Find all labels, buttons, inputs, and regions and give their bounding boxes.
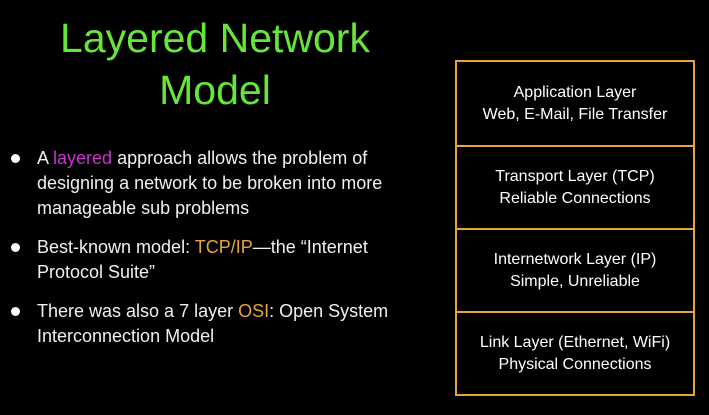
- bullet-text: : Open System Interconnection Model: [37, 301, 389, 346]
- bullet-text: There was also a 7 layer: [37, 301, 239, 321]
- bullet-item-layered-approach: A layered approach allows the problem of…: [8, 146, 428, 221]
- layer-description: Web, E-Mail, File Transfer: [482, 105, 668, 123]
- layer-name: Application Layer: [513, 83, 637, 101]
- layer-description: Physical Connections: [498, 355, 652, 373]
- bullet-highlight-tcp-ip: TCP/IP: [194, 237, 253, 257]
- layer-name: Link Layer (Ethernet, WiFi): [479, 333, 671, 351]
- bullet-text: Best-known model:: [37, 237, 195, 257]
- layer-name: Internetwork Layer (IP): [493, 250, 657, 268]
- layer-description: Reliable Connections: [499, 189, 651, 207]
- bullet-dot-icon: [11, 154, 20, 163]
- bullet-text: approach allows the problem of designing…: [37, 148, 383, 218]
- bullet-highlight-osi: OSI: [238, 301, 270, 321]
- layer-internetwork: Internetwork Layer (IP) Simple, Unreliab…: [457, 228, 693, 311]
- bullet-dot-icon: [11, 307, 20, 316]
- bullet-list: A layered approach allows the problem of…: [8, 146, 428, 363]
- bullet-item-tcp-ip: Best-known model: TCP/IP—the “Internet P…: [8, 235, 428, 285]
- bullet-dot-icon: [11, 243, 20, 252]
- bullet-text: —the “Internet Protocol Suite”: [37, 237, 368, 282]
- slide-title-line-1: Layered Network: [60, 15, 370, 61]
- slide-title-line-2: Model: [159, 67, 271, 113]
- bullet-highlight-layered: layered: [53, 148, 113, 168]
- layer-stack-diagram: Application Layer Web, E-Mail, File Tran…: [455, 60, 695, 396]
- layer-application: Application Layer Web, E-Mail, File Tran…: [457, 62, 693, 145]
- bullet-text: A: [37, 148, 54, 168]
- layer-name: Transport Layer (TCP): [495, 167, 655, 185]
- slide-title: Layered Network Model: [0, 12, 430, 116]
- layer-description: Simple, Unreliable: [510, 272, 640, 290]
- layer-link: Link Layer (Ethernet, WiFi) Physical Con…: [457, 311, 693, 394]
- layer-transport: Transport Layer (TCP) Reliable Connectio…: [457, 145, 693, 228]
- bullet-item-osi: There was also a 7 layer OSI: Open Syste…: [8, 299, 428, 349]
